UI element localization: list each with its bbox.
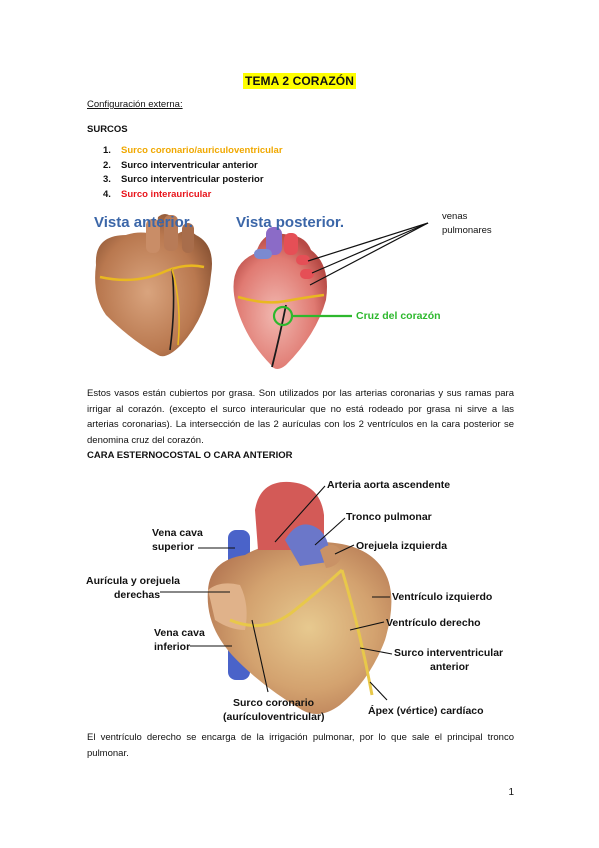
surcos-heading: SURCOS <box>87 124 128 135</box>
surco-iv-anterior-text: Surco interventricular anterior <box>121 159 258 171</box>
auricula-label-2: derechas <box>114 589 160 601</box>
pointer-line <box>307 222 429 262</box>
list-item: 1. Surco coronario/auriculoventricular <box>103 144 283 159</box>
figure-labels: Arteria aorta ascendente Tronco pulmonar… <box>86 479 503 723</box>
list-number: 1. <box>103 145 111 156</box>
apex-label: Ápex (vértice) cardíaco <box>368 704 484 717</box>
pointer-line <box>369 681 388 701</box>
list-item: 3. Surco interventricular posterior <box>103 173 283 188</box>
list-number: 4. <box>103 188 111 200</box>
venas-label-2: pulmonares <box>442 225 492 236</box>
external-config-subheading: Configuración externa: <box>87 99 183 110</box>
list-number: 2. <box>103 159 111 171</box>
aorta-label: Arteria aorta ascendente <box>327 479 450 491</box>
pointer-line <box>309 222 429 286</box>
cruz-label: Cruz del corazón <box>356 310 441 322</box>
surco-coronario-text: Surco coronario/auriculoventricular <box>121 145 283 156</box>
vena-cava-superior-label-1: Vena cava <box>152 527 203 539</box>
ventriculo-derecho-label: Ventrículo derecho <box>386 617 481 629</box>
vena-cava-superior-label-2: superior <box>152 541 194 553</box>
title-wrap: TEMA 2 CORAZÓN <box>0 72 599 90</box>
vena-cava-inferior-label-2: inferior <box>154 641 190 653</box>
vista-anterior-label: Vista anterior. <box>94 214 193 231</box>
orejuela-izquierda-label: Orejuela izquierda <box>356 540 447 552</box>
pointer-line <box>349 621 385 631</box>
pointer-line <box>314 517 346 546</box>
surcos-list: 1. Surco coronario/auriculoventricular 2.… <box>103 144 283 202</box>
cara-anterior-heading: CARA ESTERNOCOSTAL O CARA ANTERIOR <box>87 450 293 461</box>
surco-interventricular-label-2: anterior <box>430 661 469 673</box>
posterior-heart-image <box>233 227 327 369</box>
anterior-heart-image <box>95 213 212 357</box>
surco-interventricular-label-1: Surco interventricular <box>394 647 503 659</box>
pointer-line <box>359 647 393 655</box>
surco-interauricular-text: Surco interauricular <box>121 188 212 200</box>
paragraph-surcos: Estos vasos están cubiertos por grasa. S… <box>87 388 514 446</box>
ventriculo-izquierdo-label: Ventrículo izquierdo <box>392 591 492 603</box>
paragraph-ventriculo: El ventrículo derecho se encarga de la i… <box>87 732 514 759</box>
vena-cava-inferior-label-1: Vena cava <box>154 627 205 639</box>
venas-label-1: venas <box>442 211 468 222</box>
pointer-line <box>311 222 429 274</box>
pointer-line <box>251 619 269 693</box>
heart-anterior-labeled-figure: Arteria aorta ascendente Tronco pulmonar… <box>86 479 503 723</box>
vista-posterior-label: Vista posterior. <box>236 214 344 231</box>
page-title: TEMA 2 CORAZÓN <box>243 73 356 89</box>
heart-views-figure: Vista anterior. Vista posterior. venas p… <box>94 211 492 369</box>
surco-coronario-label-2: (aurículoventricular) <box>223 711 325 723</box>
auricula-label-1: Aurícula y orejuela <box>86 575 180 587</box>
label-pointers <box>160 485 393 701</box>
list-item: 2. Surco interventricular anterior <box>103 159 283 174</box>
pointer-line <box>274 485 326 543</box>
page-number: 1 <box>508 787 514 798</box>
heart-anterior-image <box>207 481 392 714</box>
list-item: 4. Surco interauricular <box>103 188 283 203</box>
list-number: 3. <box>103 174 111 186</box>
pointer-line <box>334 544 355 555</box>
surco-coronario-label-1: Surco coronario <box>233 697 314 709</box>
surco-iv-posterior-text: Surco interventricular posterior <box>121 174 264 186</box>
tronco-pulmonar-label: Tronco pulmonar <box>346 511 432 523</box>
